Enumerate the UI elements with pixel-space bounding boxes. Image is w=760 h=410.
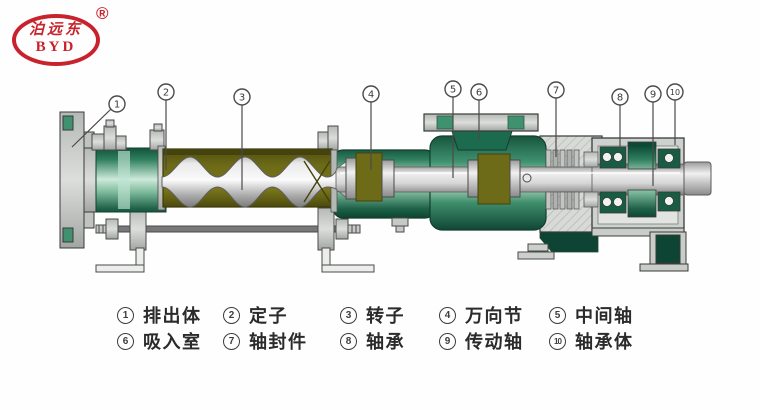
legend-num-8: 8: [340, 332, 357, 350]
callout-4: [362, 85, 380, 170]
legend-item-3: 3 转子: [340, 302, 405, 326]
legend-item-8: 8 轴承: [340, 328, 405, 352]
legend-item-10: 10 轴承体: [549, 328, 634, 352]
discharge-body: [95, 147, 167, 213]
brand-name-chinese: 泊远东: [28, 21, 83, 38]
rotor-end-pin: [303, 160, 331, 203]
callout-1: [71, 95, 126, 148]
callout-3: [233, 88, 251, 190]
callout-4-number: 4: [368, 90, 374, 101]
brand-name-latin: BYD: [35, 39, 77, 55]
legend-item-6: 6 吸入室: [117, 328, 202, 352]
callout-2: [157, 83, 175, 170]
shaft-seal-packing: [545, 149, 599, 210]
legend-label-2: 定子: [249, 306, 288, 326]
legend-item-5: 5 中间轴: [549, 302, 634, 326]
logo-ellipse: 泊远东 BYD: [12, 14, 100, 66]
legend-label-6: 吸入室: [143, 332, 202, 352]
drain-plug: [391, 217, 409, 227]
brand-logo: 泊远东 BYD ®: [10, 4, 120, 70]
legend-num-4: 4: [439, 306, 456, 324]
legend-num-9: 9: [439, 332, 456, 350]
legend-num-5: 5: [549, 306, 566, 324]
legend-num-3: 3: [340, 306, 357, 324]
legend-label-1: 排出体: [143, 306, 202, 326]
universal-joint-front: [345, 152, 395, 202]
legend-num-6: 6: [117, 332, 134, 350]
callout-6: [470, 83, 488, 140]
callout-8-number: 8: [617, 93, 623, 104]
callout-5: [444, 80, 462, 178]
legend-label-4: 万向节: [465, 306, 524, 326]
callout-5-number: 5: [450, 85, 456, 96]
legend-num-10: 10: [549, 332, 566, 350]
callout-8: [611, 88, 629, 150]
legend-label-10: 轴承体: [575, 332, 634, 352]
legend-label-9: 传动轴: [465, 332, 524, 352]
tie-rod-assembly: [95, 207, 361, 251]
discharge-flange: [59, 111, 99, 249]
bearings: [599, 141, 681, 218]
drive-shaft-end: [683, 161, 712, 196]
legend-label-8: 轴承: [366, 332, 405, 352]
legend-item-4: 4 万向节: [439, 302, 524, 326]
callout-2-number: 2: [163, 88, 169, 99]
callout-6-number: 6: [476, 88, 482, 99]
legend-item-9: 9 传动轴: [439, 328, 524, 352]
bearing-housing-foot: [591, 227, 689, 272]
support-feet: [95, 247, 375, 273]
callout-9-number: 9: [650, 90, 656, 101]
legend-num-2: 2: [223, 306, 240, 324]
clamp-hardware: [91, 119, 339, 151]
legend-item-2: 2 定子: [223, 302, 288, 326]
callout-1-number: 1: [114, 100, 120, 111]
registered-trademark-symbol: ®: [96, 4, 109, 23]
legend-item-7: 7 轴封件: [223, 328, 308, 352]
legend-label-3: 转子: [366, 306, 405, 326]
universal-joint-rear: [467, 153, 532, 205]
legend-num-1: 1: [117, 306, 134, 324]
callout-7-number: 7: [553, 86, 559, 97]
callout-10-number: 10: [670, 88, 680, 97]
legend-label-5: 中间轴: [575, 306, 634, 326]
legend-label-7: 轴封件: [249, 332, 308, 352]
legend-item-1: 1 排出体: [117, 302, 202, 326]
callout-7: [547, 81, 565, 157]
legend-num-7: 7: [223, 332, 240, 350]
callout-9: [644, 85, 662, 186]
callout-10: [666, 83, 684, 145]
callout-3-number: 3: [239, 93, 245, 104]
